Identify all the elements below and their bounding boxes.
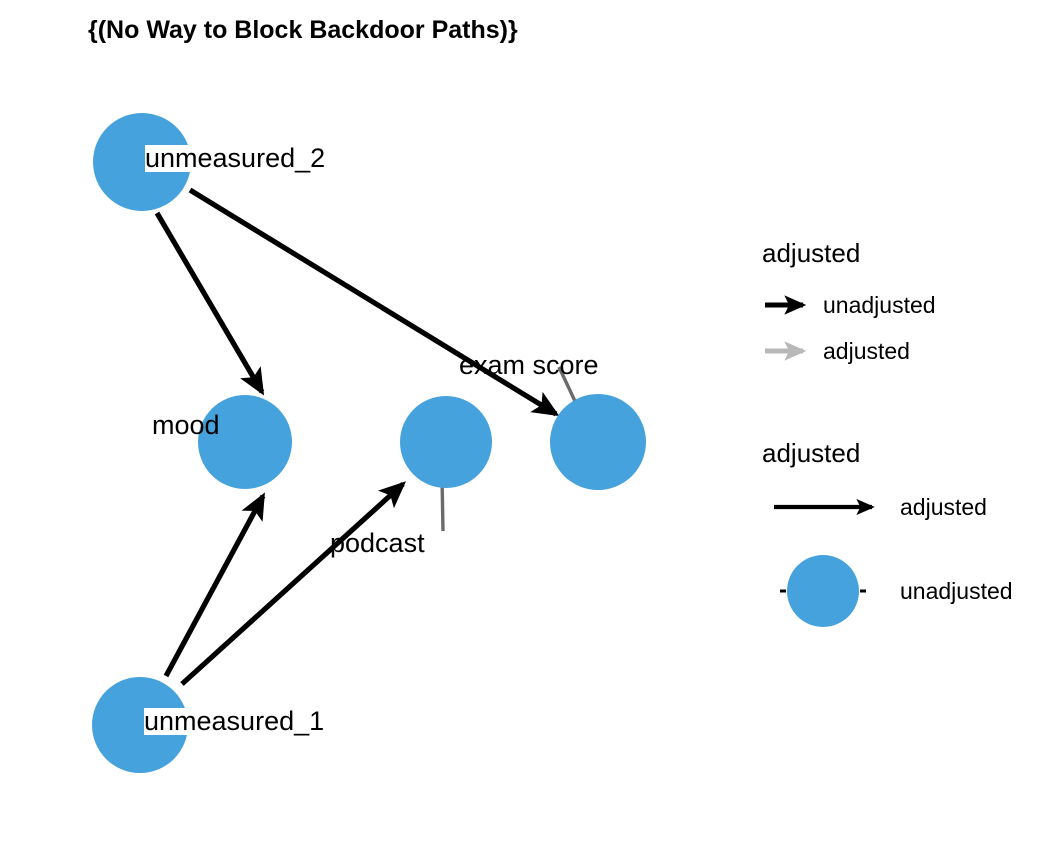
- legend-2-swatch-circle-unadjusted: [787, 555, 859, 627]
- legend-2-label-unadjusted: unadjusted: [900, 578, 1013, 604]
- legend-2-label-adjusted: adjusted: [900, 494, 987, 520]
- legend-1-label-unadjusted: unadjusted: [823, 292, 936, 318]
- node-label-unmeasured_1: unmeasured_1: [144, 706, 325, 736]
- edge-unmeasured_2-to-exam_score: [188, 187, 560, 417]
- dag-edges: [154, 187, 560, 686]
- node-label-mood: mood: [152, 410, 220, 440]
- node-label-unmeasured_2: unmeasured_2: [145, 143, 326, 173]
- legend-1-title: adjusted: [762, 238, 861, 268]
- dag-nodes: [92, 113, 646, 773]
- edge-unmeasured_2-to-mood: [154, 211, 265, 396]
- node-unmeasured_2[interactable]: [93, 113, 191, 211]
- edge-unmeasured_1-to-mood: [163, 492, 266, 678]
- node-unmeasured_1[interactable]: [92, 677, 188, 773]
- legend-2-title: adjusted: [762, 438, 861, 468]
- node-exam_score[interactable]: [550, 394, 646, 490]
- node-label-podcast: podcast: [330, 528, 425, 558]
- edge-unmeasured_1-to-podcast: [180, 481, 407, 686]
- node-label-exam_score: exam score: [459, 350, 599, 380]
- node-podcast[interactable]: [400, 396, 492, 488]
- legend-1-label-adjusted: adjusted: [823, 338, 910, 364]
- legend-marks: [765, 295, 875, 627]
- node-mood[interactable]: [198, 395, 292, 489]
- page-title: {(No Way to Block Backdoor Paths)}: [88, 16, 518, 44]
